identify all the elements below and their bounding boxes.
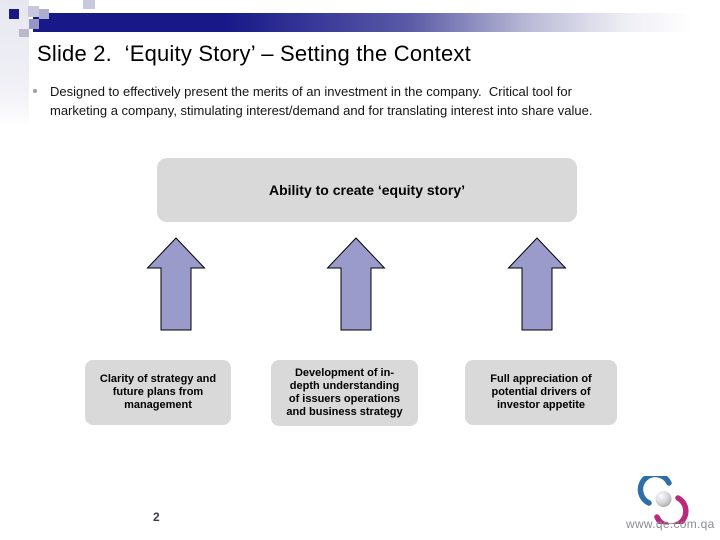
driver-box-appreciation: Full appreciation of potential drivers o…: [465, 360, 617, 425]
up-arrow-icon: [326, 237, 386, 331]
driver-box-clarity: Clarity of strategy and future plans fro…: [85, 360, 231, 425]
up-arrow-icon: [507, 237, 567, 331]
up-arrow-icon: [146, 237, 206, 331]
driver-box-label: Clarity of strategy and future plans fro…: [99, 373, 217, 411]
bullet-icon: [33, 89, 37, 93]
bullet-text: Designed to effectively present the meri…: [50, 84, 593, 118]
page-number: 2: [153, 510, 160, 524]
logo-sphere: [655, 491, 672, 507]
mosaic-square: [39, 19, 50, 30]
logo-magenta-arc: [654, 495, 689, 524]
bullet-item: Designed to effectively present the meri…: [33, 82, 693, 120]
mosaic-square: [9, 9, 19, 19]
mosaic-square: [28, 6, 39, 17]
slide-title: Slide 2. ‘Equity Story’ – Setting the Co…: [37, 41, 471, 66]
mosaic-square: [83, 0, 95, 9]
driver-box-label: Development of in- depth understanding o…: [286, 367, 403, 418]
header-box-label: Ability to create ‘equity story’: [268, 182, 466, 198]
mosaic-square: [39, 9, 49, 19]
equity-story-header-box: Ability to create ‘equity story’: [157, 158, 577, 222]
website-url: www.qe.com.qa: [626, 517, 715, 531]
logo-blue-arc: [637, 476, 672, 506]
qe-logo-icon: [637, 476, 689, 524]
driver-box-label: Full appreciation of potential drivers o…: [490, 373, 592, 411]
driver-box-development: Development of in- depth understanding o…: [271, 360, 418, 426]
left-accent-strip: [0, 0, 29, 127]
top-gradient-bar: [33, 13, 720, 32]
mosaic-square: [29, 19, 39, 29]
mosaic-square: [19, 29, 29, 37]
